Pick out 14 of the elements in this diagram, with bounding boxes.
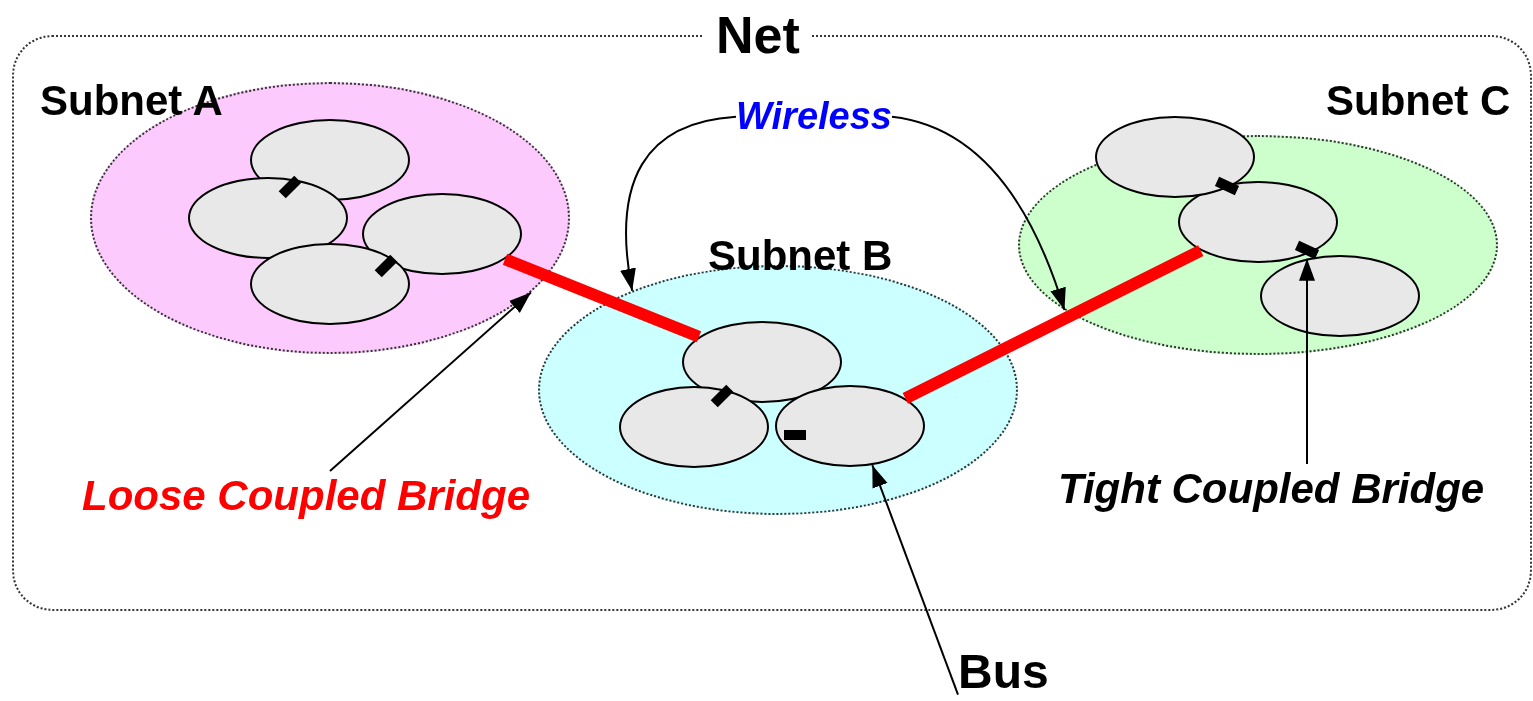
annotation-label: Tight Coupled Bridge	[1058, 464, 1485, 515]
arrow	[871, 464, 959, 696]
arrow	[1299, 257, 1315, 465]
connector-line	[502, 253, 702, 343]
annotation-label: Bus	[958, 643, 1049, 701]
subnet-label: Subnet B	[708, 231, 893, 281]
subnet-label: Subnet A	[40, 76, 223, 126]
arrow	[891, 115, 1066, 312]
arrow	[620, 115, 737, 292]
annotation-label: Wireless	[736, 94, 892, 140]
annotation-label: Loose Coupled Bridge	[82, 471, 530, 522]
arrow	[329, 291, 532, 472]
subnet-label: Subnet C	[1326, 76, 1511, 126]
connector-line	[902, 245, 1204, 404]
